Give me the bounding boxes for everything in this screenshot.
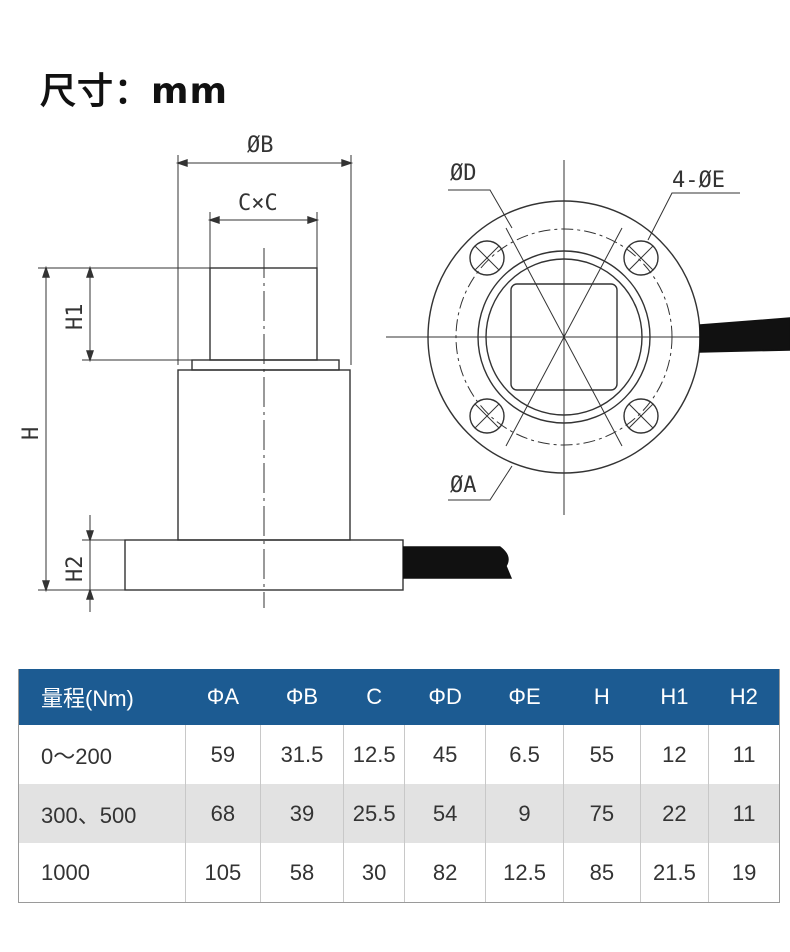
table-header-row: 量程(Nm) ΦA ΦB C ΦD ΦE H H1 H2 bbox=[18, 669, 780, 725]
table-cell: 12 bbox=[640, 725, 710, 784]
table-cell: 85 bbox=[563, 843, 641, 903]
table-cell: 11 bbox=[732, 741, 756, 767]
table-cell: 11 bbox=[708, 784, 780, 843]
col-c: C bbox=[343, 669, 405, 725]
col-h1: H1 bbox=[640, 669, 709, 725]
table-cell: 21.5 bbox=[640, 843, 710, 903]
table-cell: 45 bbox=[404, 725, 487, 784]
table-cell: 19 bbox=[708, 843, 780, 903]
label-holes-e: 4-ØE bbox=[672, 168, 725, 193]
table-cell: 75 bbox=[563, 784, 641, 843]
bolt-holes bbox=[469, 240, 659, 434]
label-diameter-d: ØD bbox=[450, 161, 477, 186]
label-diameter-a: ØA bbox=[450, 473, 477, 498]
table-cell: 30 bbox=[343, 843, 406, 903]
table-cell: 68 bbox=[185, 784, 261, 843]
table-cell: 12.5 bbox=[485, 843, 564, 903]
table-cell: 9 bbox=[485, 784, 564, 843]
label-height-h2: H2 bbox=[63, 556, 88, 583]
page-title: 尺寸：mm bbox=[40, 71, 229, 112]
label-square-c: C×C bbox=[238, 191, 278, 216]
table-cell: 39 bbox=[260, 784, 345, 843]
col-h2: H2 bbox=[708, 669, 780, 725]
col-phi-b: ΦB bbox=[260, 669, 344, 725]
col-range: 量程(Nm) bbox=[18, 669, 186, 725]
table-row: 300、500 68 39 25.5 54 9 75 22 11 bbox=[18, 784, 780, 843]
col-phi-a: ΦA bbox=[185, 669, 261, 725]
table-cell: 82 bbox=[404, 843, 487, 903]
table-row: 1000 105 58 30 82 12.5 85 21.5 19 bbox=[18, 843, 780, 903]
table-cell: 105 bbox=[185, 843, 261, 903]
table-cell: 55 bbox=[563, 725, 641, 784]
label-height-h: H bbox=[19, 427, 44, 440]
table-cell: 59 bbox=[185, 725, 261, 784]
col-phi-d: ΦD bbox=[404, 669, 486, 725]
label-diameter-b: ØB bbox=[247, 133, 274, 158]
col-h: H bbox=[563, 669, 641, 725]
label-height-h1: H1 bbox=[63, 304, 88, 331]
table-cell: 6.5 bbox=[485, 725, 564, 784]
technical-drawing: ØB C×C H H1 H2 ØD 4-ØE ØA bbox=[19, 133, 790, 612]
table-cell: 25.5 bbox=[343, 784, 406, 843]
table-cell: 12.5 bbox=[343, 725, 406, 784]
table-cell: 58 bbox=[260, 843, 345, 903]
spec-table: 量程(Nm) ΦA ΦB C ΦD ΦE H H1 H2 0～200 59 31… bbox=[18, 669, 780, 903]
table-row: 0～200 59 31.5 12.5 45 6.5 55 12 11 bbox=[18, 725, 780, 784]
col-phi-e: ΦE bbox=[485, 669, 564, 725]
table-cell: 0～200 bbox=[18, 725, 187, 784]
table-cell: 22 bbox=[640, 784, 710, 843]
table-cell: 31.5 bbox=[260, 725, 345, 784]
table-cell: 1000 bbox=[18, 843, 187, 903]
table-cell: 54 bbox=[404, 784, 487, 843]
table-cell: 300、500 bbox=[18, 784, 187, 843]
